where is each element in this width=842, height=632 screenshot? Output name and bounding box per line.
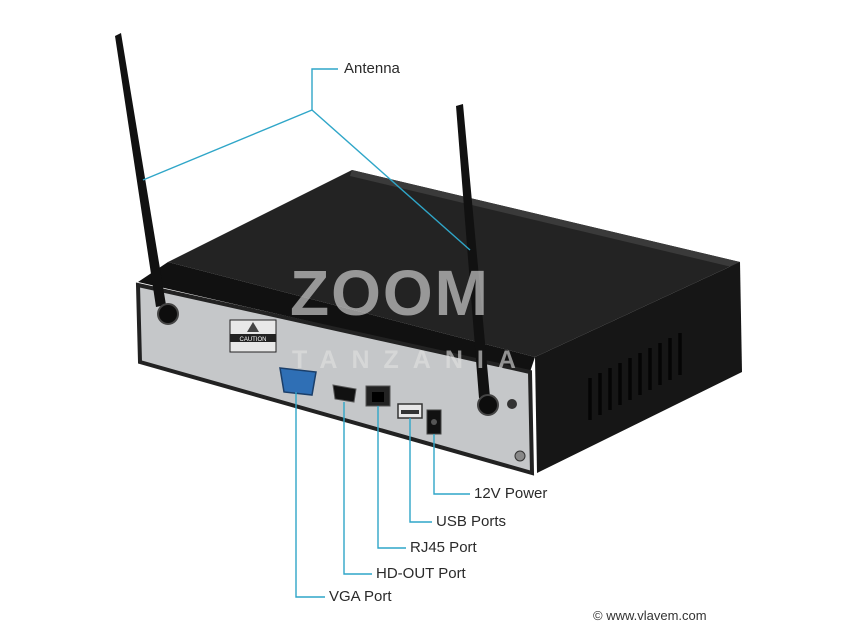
label-antenna: Antenna (344, 60, 400, 77)
caution-sticker: CAUTION (229, 319, 277, 353)
label-12v-power: 12V Power (474, 485, 548, 502)
label-rj45-port: RJ45 Port (410, 539, 477, 556)
watermark-subtitle: TANZANIA (292, 346, 530, 374)
vga-connector (279, 367, 317, 396)
watermark-title: ZOOM (290, 257, 490, 329)
hdout-callout (343, 402, 372, 575)
vga-callout (295, 392, 325, 598)
antenna-callout (311, 68, 338, 110)
callout-lines (142, 68, 471, 598)
label-hd-out-port: HD-OUT Port (376, 565, 466, 582)
left-antenna-base (157, 303, 179, 325)
hdmi-connector (332, 384, 357, 403)
left-antenna (115, 33, 179, 325)
case-top-edge (350, 170, 740, 268)
caution-text: CAUTION (240, 337, 267, 343)
usb-callout (409, 418, 432, 523)
right-antenna-base (477, 394, 499, 416)
panel-screw (514, 450, 526, 462)
rj45-callout (377, 406, 406, 549)
ports (279, 367, 526, 462)
power-callout (433, 434, 470, 495)
right-antenna (456, 104, 517, 416)
case-front-lip (138, 262, 535, 372)
case-top (168, 170, 740, 357)
vent-slots (588, 333, 682, 420)
warning-triangle-icon (247, 322, 259, 332)
image-credit: © www.vlavem.com (593, 608, 707, 623)
label-usb-ports: USB Ports (436, 513, 507, 530)
label-vga-port: VGA Port (329, 588, 392, 605)
